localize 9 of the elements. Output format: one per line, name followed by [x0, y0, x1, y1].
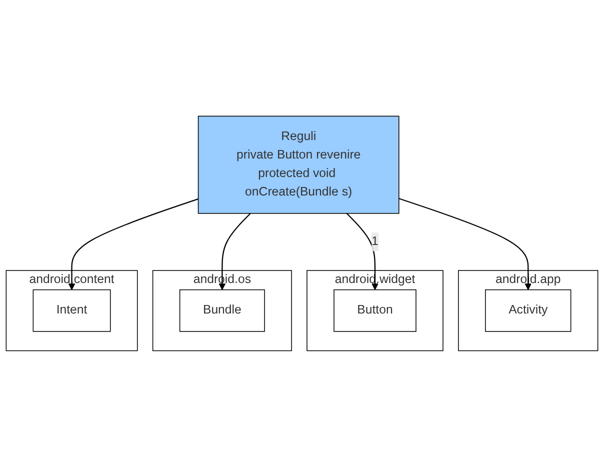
node-box: Button: [334, 288, 416, 332]
node-box: Activity: [485, 288, 572, 332]
node-box: Reguli private Button revenire protected void onCreate(Bundle s): [198, 115, 400, 214]
arrow: [68, 198, 198, 290]
arrow: [346, 212, 378, 290]
node-box: Bundle: [179, 288, 265, 332]
node-box: Intent: [32, 288, 111, 332]
edge-label: 1: [372, 234, 378, 248]
arrow: [398, 198, 532, 290]
